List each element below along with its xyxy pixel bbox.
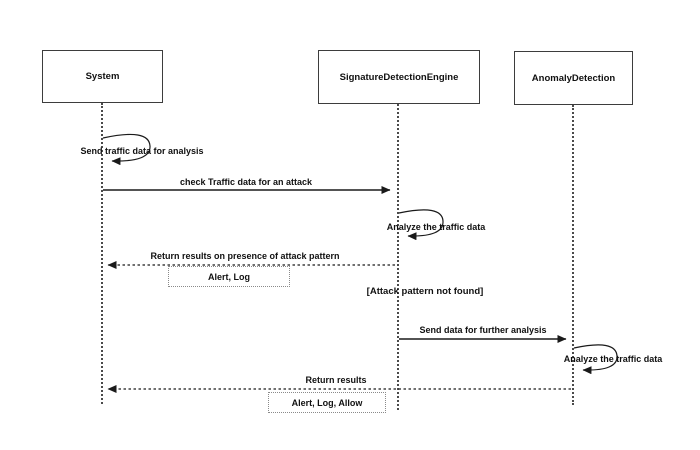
lifeline-system xyxy=(101,103,103,404)
message-label-analyze-anomaly: Analyze the traffic data xyxy=(563,354,663,364)
self-message-arrow-analyze-sig xyxy=(398,209,444,241)
message-label-check-traffic: check Traffic data for an attack xyxy=(179,177,313,187)
lifeline-anomaly-detection xyxy=(572,105,574,405)
lifeline-signature-detection-engine xyxy=(397,104,399,410)
actor-label-system: System xyxy=(85,71,120,82)
actor-box-signature-detection-engine: SignatureDetectionEngine xyxy=(318,50,480,104)
note-box-alert-log: Alert, Log xyxy=(168,266,290,287)
note-label-alert-log-allow: Alert, Log, Allow xyxy=(291,397,363,408)
message-label-return-results: Return results xyxy=(305,375,367,385)
message-label-send-further: Send data for further analysis xyxy=(419,325,547,335)
self-message-arrow-analyze-anomaly xyxy=(573,344,618,375)
guard-condition-label: [Attack pattern not found] xyxy=(366,286,484,297)
actor-label-anomaly-detection: AnomalyDetection xyxy=(531,72,616,84)
actor-label-signature-detection-engine: SignatureDetectionEngine xyxy=(339,71,459,83)
message-label-send-traffic: Send traffic data for analysis xyxy=(80,146,204,156)
message-label-analyze-sig: Analyze the traffic data xyxy=(386,222,486,232)
actor-box-anomaly-detection: AnomalyDetection xyxy=(514,51,633,105)
message-label-return-results-pattern: Return results on presence of attack pat… xyxy=(150,251,340,261)
actor-box-system: System xyxy=(42,50,163,103)
note-label-alert-log: Alert, Log xyxy=(208,271,250,282)
self-message-arrow-send-traffic xyxy=(102,133,151,166)
note-box-alert-log-allow: Alert, Log, Allow xyxy=(268,392,386,413)
